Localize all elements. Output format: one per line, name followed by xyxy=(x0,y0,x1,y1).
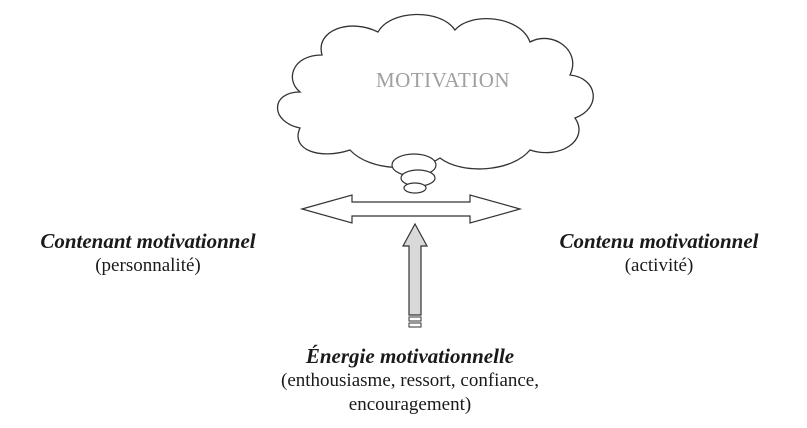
arrow-tail-segment-2 xyxy=(408,322,422,328)
thought-bubble-small xyxy=(403,182,427,194)
right-label-group: Contenu motivationnel (activité) xyxy=(512,228,806,278)
bottom-title: Énergie motivationnelle xyxy=(305,344,515,368)
arrow-tail-segment-1 xyxy=(408,316,422,322)
left-title: Contenant motivationnel xyxy=(40,229,256,253)
motivation-cloud xyxy=(276,13,594,170)
bottom-subtitle-line2: encouragement) xyxy=(348,394,472,415)
upward-energy-arrow xyxy=(401,222,429,316)
bottom-subtitle-line1: (enthousiasme, ressort, confiance, xyxy=(281,370,539,392)
cloud-label: MOTIVATION xyxy=(375,68,511,92)
right-subtitle: (activité) xyxy=(624,255,694,277)
right-title: Contenu motivationnel xyxy=(559,229,759,253)
left-label-group: Contenant motivationnel (personnalité) xyxy=(0,228,296,278)
bottom-label-group: Énergie motivationnelle (enthousiasme, r… xyxy=(230,343,590,417)
double-arrow-horizontal xyxy=(299,194,523,224)
left-subtitle: (personnalité) xyxy=(95,255,201,277)
